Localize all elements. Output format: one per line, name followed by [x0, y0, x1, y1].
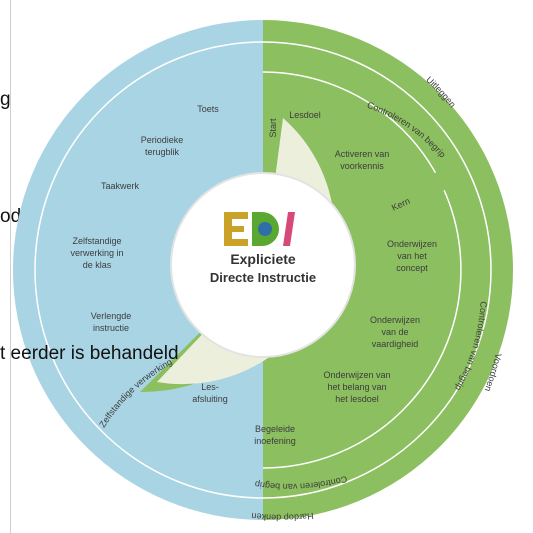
- band-label-hardop-denken: Hardop denken: [251, 511, 314, 523]
- ring-separator-outer: [34, 41, 492, 499]
- label-zelfstandige-1: Zelfstandige: [72, 236, 121, 246]
- label-verlengde-2: instructie: [93, 323, 129, 333]
- background-text-fragment-3: t eerder is behandeld: [0, 343, 179, 364]
- label-begeleide-2: inoefening: [254, 436, 296, 446]
- label-concept-2: van het: [397, 251, 427, 261]
- label-concept-3: concept: [396, 263, 428, 273]
- label-toets: Toets: [197, 104, 219, 114]
- blue-half: [13, 20, 263, 520]
- edi-logo-icon: [224, 212, 295, 246]
- green-outer-ring: [263, 20, 513, 520]
- label-belang-1: Onderwijzen van: [323, 370, 390, 380]
- label-vaardigheid-1: Onderwijzen: [370, 315, 420, 325]
- label-belang-2: het belang van: [327, 382, 386, 392]
- label-zelfstandige-2: verwerking in: [70, 248, 123, 258]
- label-vaardigheid-2: van de: [381, 327, 408, 337]
- kern-band: [350, 165, 460, 230]
- band-label-start: Start: [268, 118, 278, 138]
- label-periodieke-1: Periodieke: [141, 135, 184, 145]
- center-title-line2: Directe Instructie: [210, 270, 316, 285]
- ring-separator-middle: [262, 71, 462, 469]
- label-taakwerk: Taakwerk: [101, 181, 140, 191]
- label-lesafsluiting-2: afsluiting: [192, 394, 228, 404]
- label-vaardigheid-3: vaardigheid: [372, 339, 419, 349]
- label-belang-3: het lesdoel: [335, 394, 379, 404]
- label-activeren-1: Activeren van: [335, 149, 390, 159]
- background-text-fragment-1: g: [0, 89, 11, 110]
- page-border-line: [10, 0, 11, 533]
- label-concept-1: Onderwijzen: [387, 239, 437, 249]
- label-periodieke-2: terugblik: [145, 147, 180, 157]
- label-lesafsluiting-1: Les-: [201, 382, 219, 392]
- label-lesdoel: Lesdoel: [289, 110, 321, 120]
- label-verlengde-1: Verlengde: [91, 311, 132, 321]
- label-activeren-2: voorkennis: [340, 161, 384, 171]
- label-zelfstandige-3: de klas: [83, 260, 112, 270]
- center-title-line1: Expliciete: [230, 251, 296, 267]
- label-begeleide-1: Begeleide: [255, 424, 295, 434]
- center-circle: [170, 172, 356, 358]
